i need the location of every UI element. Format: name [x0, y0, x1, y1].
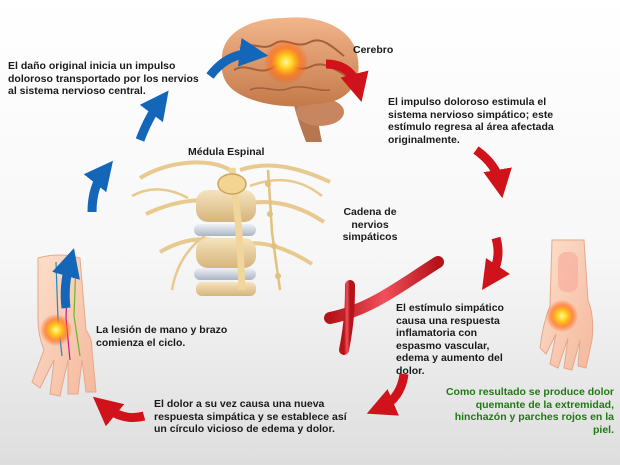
step-2-text: El impulso doloroso estimula el sistema …: [388, 96, 554, 146]
sympathetic-chain-label: Cadena de nervios simpáticos: [342, 206, 398, 243]
left-hand-illustration: [31, 254, 97, 397]
step-3-text: El estímulo simpático causa una respuest…: [396, 302, 504, 377]
brain-label: Cerebro: [353, 44, 394, 56]
result-text: Como resultado se produce dolor quemante…: [445, 386, 614, 436]
spinal-cord-illustration: [131, 160, 331, 296]
blood-vessel-illustration: [324, 256, 444, 355]
right-wrist-illustration: [539, 239, 594, 371]
spinal-cord-label: Médula Espinal: [188, 146, 265, 158]
step-5-text: La lesión de mano y brazo comienza el ci…: [96, 324, 228, 349]
brain-illustration: [221, 17, 359, 142]
step-1-text: El daño original inicia un impulso dolor…: [8, 60, 199, 97]
step-4-text: El dolor a su vez causa una nueva respue…: [154, 398, 347, 435]
cycle-arrows: [52, 37, 512, 427]
